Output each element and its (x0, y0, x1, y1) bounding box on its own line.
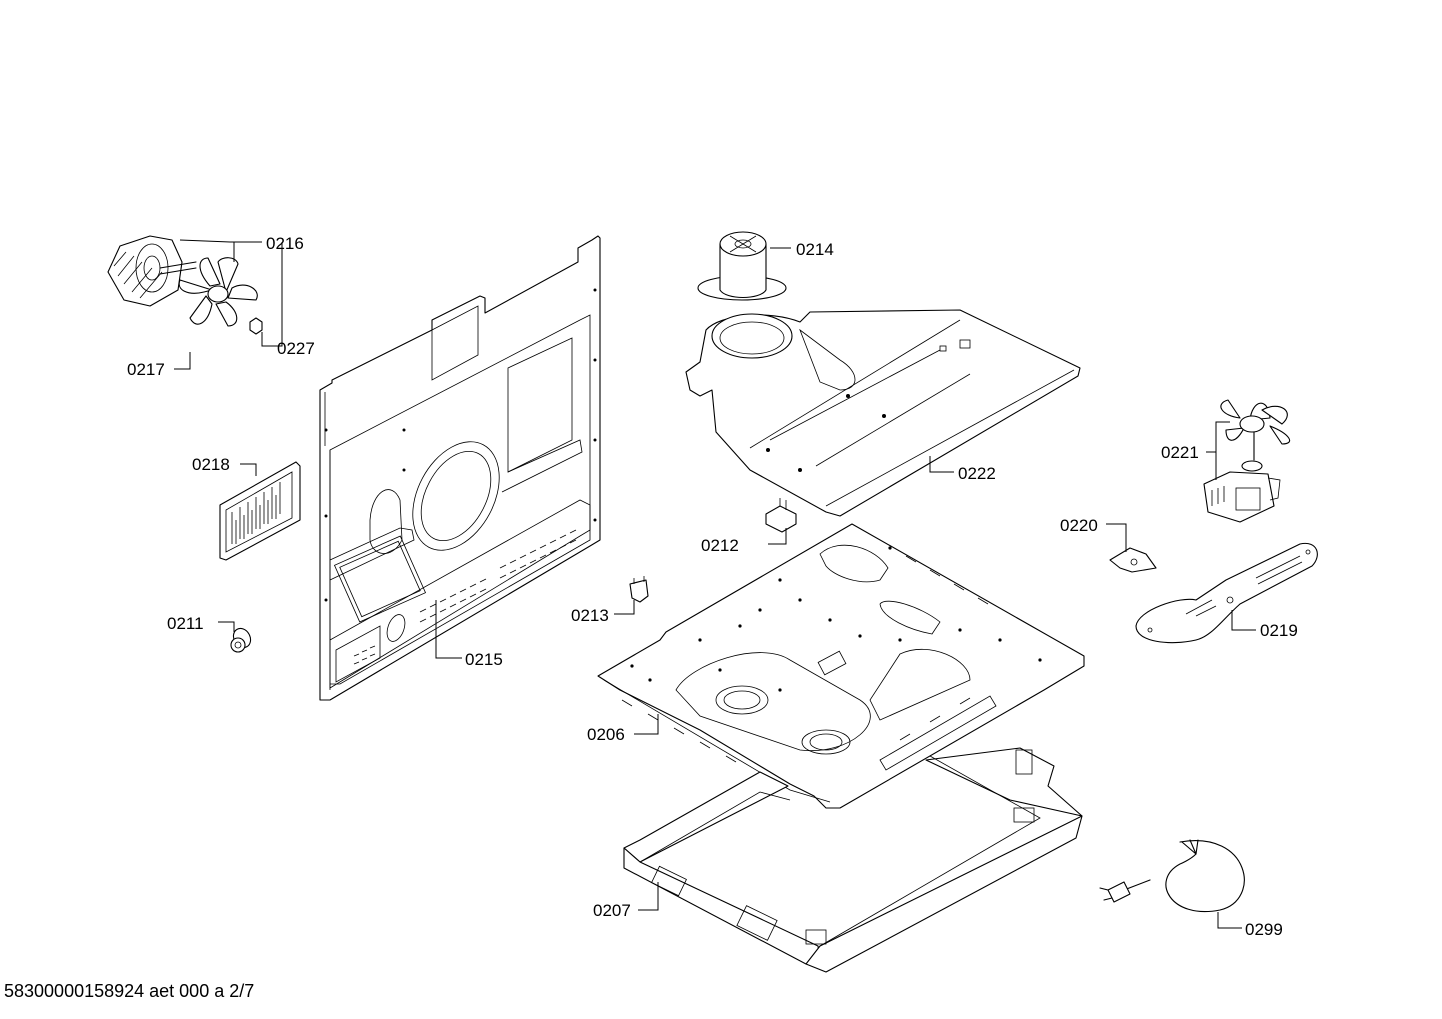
label-0213: 0213 (571, 606, 609, 625)
label-0207: 0207 (593, 901, 631, 920)
bottom-tray-part[interactable] (623, 747, 1083, 973)
fan-motor-part[interactable] (107, 235, 197, 307)
top-cover-plate-part[interactable] (597, 523, 1085, 809)
label-0211: 0211 (167, 614, 204, 633)
mounting-plate-part[interactable] (1135, 542, 1318, 644)
label-0214: 0214 (796, 240, 834, 259)
label-0220: 0220 (1060, 516, 1098, 535)
document-id-footer: 58300000158924 aet 000 a 2/7 (4, 981, 255, 1001)
label-0218: 0218 (192, 455, 230, 474)
power-cord-part[interactable] (1099, 839, 1245, 913)
label-0222: 0222 (958, 464, 996, 483)
label-0221: 0221 (1161, 443, 1199, 462)
mounting-bracket-part[interactable] (1109, 547, 1157, 573)
leader-lines (174, 239, 1256, 929)
label-0217: 0217 (127, 360, 165, 379)
label-0206: 0206 (587, 725, 625, 744)
fan-housing-ring-part[interactable] (697, 231, 787, 301)
cooling-fan-motor-part[interactable] (1203, 399, 1291, 523)
knob-part[interactable] (230, 625, 254, 653)
nut-part[interactable] (249, 317, 263, 335)
back-panel-part[interactable] (319, 235, 601, 701)
label-0216: 0216 (266, 234, 304, 253)
label-0215: 0215 (465, 650, 503, 669)
fan-blade-part[interactable] (178, 257, 258, 327)
air-duct-part[interactable] (685, 309, 1081, 517)
label-0299: 0299 (1245, 920, 1283, 939)
clip-part[interactable] (629, 576, 649, 603)
label-0219: 0219 (1260, 621, 1298, 640)
vent-holes-icon (353, 529, 577, 665)
grille-part[interactable] (219, 461, 301, 561)
label-0227: 0227 (277, 339, 315, 358)
label-0212: 0212 (701, 536, 739, 555)
thermostat-switch-part[interactable] (765, 498, 797, 533)
